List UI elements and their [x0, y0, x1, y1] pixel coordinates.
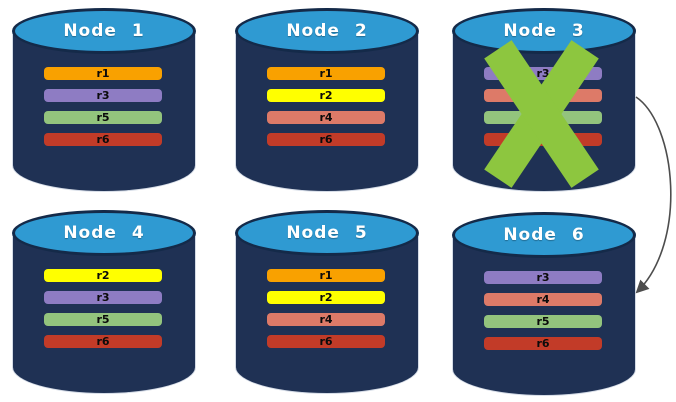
failure-x-icon — [481, 40, 601, 188]
replica-row: r3 — [484, 271, 602, 284]
replica-row: r3 — [44, 89, 162, 102]
replica-label: r1 — [319, 269, 333, 282]
replica-label: r6 — [319, 133, 333, 146]
cylinder-top: Node 1 — [12, 8, 196, 54]
replica-label: r6 — [96, 335, 110, 348]
replica-label: r2 — [319, 89, 333, 102]
cylinder-top: Node 5 — [235, 210, 419, 256]
replica-row: r5 — [484, 315, 602, 328]
db-node-5: Node 5 r1 r2 r4 r6 — [235, 210, 419, 394]
replica-row: r6 — [44, 335, 162, 348]
replica-label: r1 — [319, 67, 333, 80]
replica-row: r3 — [44, 291, 162, 304]
replica-rows: r1 r2 r4 r6 — [267, 269, 385, 348]
cylinder-top: Node 6 — [452, 212, 636, 258]
cylinder-top: Node 2 — [235, 8, 419, 54]
replica-label: r5 — [96, 111, 110, 124]
replica-label: r6 — [536, 337, 550, 350]
replica-row: r1 — [267, 67, 385, 80]
db-node-4: Node 4 r2 r3 r5 r6 — [12, 210, 196, 394]
replica-row: r6 — [267, 335, 385, 348]
replica-row: r6 — [267, 133, 385, 146]
replica-row: r4 — [267, 313, 385, 326]
failover-arrow-curve — [635, 96, 672, 294]
replica-label: r2 — [319, 291, 333, 304]
db-node-2: Node 2 r1 r2 r4 r6 — [235, 8, 419, 192]
replica-label: r3 — [536, 271, 550, 284]
replica-rows: r1 r2 r4 r6 — [267, 67, 385, 146]
replica-row: r6 — [484, 337, 602, 350]
replica-rows: r2 r3 r5 r6 — [44, 269, 162, 348]
replica-label: r2 — [96, 269, 110, 282]
cylinder-top: Node 4 — [12, 210, 196, 256]
replica-row: r5 — [44, 111, 162, 124]
replica-row: r1 — [267, 269, 385, 282]
cylinder-top: Node 3 — [452, 8, 636, 54]
replica-row: r5 — [44, 313, 162, 326]
replica-label: r4 — [319, 111, 333, 124]
node-title: Node 4 — [63, 223, 145, 243]
replica-row: r4 — [267, 111, 385, 124]
node-title: Node 6 — [503, 225, 585, 245]
node-title: Node 1 — [63, 21, 145, 41]
replica-label: r3 — [536, 67, 550, 80]
replica-row: r1 — [44, 67, 162, 80]
replica-label: r4 — [536, 293, 550, 306]
replica-row: r2 — [267, 89, 385, 102]
replica-row: r2 — [44, 269, 162, 282]
replica-label: r6 — [319, 335, 333, 348]
replica-row: r6 — [44, 133, 162, 146]
replica-label: r5 — [536, 315, 550, 328]
db-node-6: Node 6 r3 r4 r5 r6 — [452, 212, 636, 396]
replica-label: r6 — [96, 133, 110, 146]
replica-label: r4 — [319, 313, 333, 326]
replica-row: r2 — [267, 291, 385, 304]
replica-row: r4 — [484, 293, 602, 306]
replica-label: r3 — [96, 291, 110, 304]
replica-rows: r1 r3 r5 r6 — [44, 67, 162, 146]
replica-label: r1 — [96, 67, 110, 80]
node-title: Node 3 — [503, 21, 585, 41]
replica-rows: r3 r4 r5 r6 — [484, 271, 602, 350]
db-node-1: Node 1 r1 r3 r5 r6 — [12, 8, 196, 192]
node-title: Node 2 — [286, 21, 368, 41]
node-title: Node 5 — [286, 223, 368, 243]
replica-label: r3 — [96, 89, 110, 102]
replica-label: r5 — [96, 313, 110, 326]
